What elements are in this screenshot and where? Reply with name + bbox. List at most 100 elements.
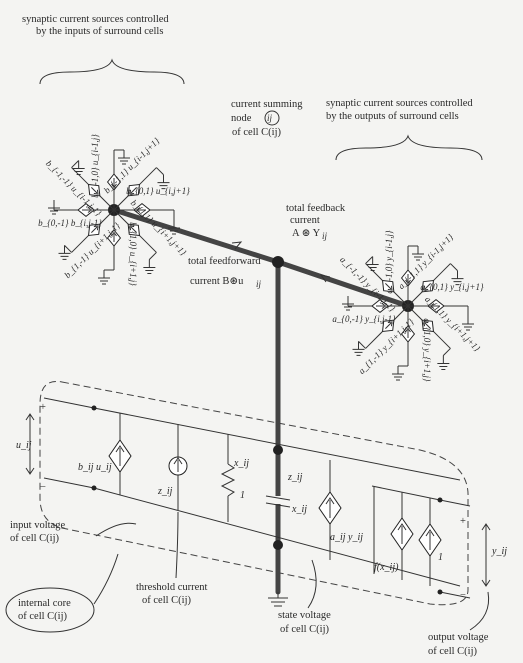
internal-core-pointer [93,553,119,605]
output-bottom-terminal [437,589,443,595]
summing-node-caption-line1: current summing [231,99,303,110]
input-sources-caption-line2: by the inputs of surround cells [36,26,163,37]
feedback-source-label: a_ij y_ij [330,532,363,543]
output-resistor-label: 1 [438,552,443,563]
state-x-label: x_ij [233,458,249,469]
output-voltage-pointer [469,591,490,631]
summing-node-symbol [264,110,280,126]
output-source-3: a_{0,1} y_{i,j+1} [408,282,484,331]
threshold-pointer [175,511,179,579]
input-source-1: b_{-1,0} u_{i-1,j} [90,134,130,210]
internal-core-caption-line1: internal core [18,598,71,609]
output-synaptic-sources: a_{-1,0} y_{i-1,j}a_{-1,1} y_{i-1,j+1}a_… [332,230,484,382]
summing-node [272,256,284,268]
input-ground-icon-8 [72,168,85,176]
output-ground-icon-3 [462,323,474,331]
capacitor-gap [268,496,288,504]
output-source-label-1: a_{-1,0} y_{i-1,j} [384,230,394,294]
input-source-arrow [115,445,125,466]
threshold-caption-line2: of cell C(ij) [142,595,191,606]
output-ground-icon-6 [352,348,365,356]
internal-core-boundary [39,380,469,606]
state-voltage-pointer [307,559,317,609]
capacitor-plate-bottom [265,502,291,508]
internal-core-ellipse [5,587,95,633]
input-ground-icon-1 [118,157,130,165]
capacitor-plate-top [265,495,291,501]
output-source-label-3: a_{0,1} y_{i,j+1} [420,282,484,292]
feedback-caption-sub: ij [322,231,328,241]
output-bottom-lead [439,591,471,599]
output-ground-icon-7 [342,303,354,311]
output-sources-caption-line2: by the outputs of surround cells [326,111,459,122]
input-minus-sign: − [40,482,46,493]
state-voltage-caption-line2: of cell C(ij) [280,624,329,635]
feedforward-caption-line1: total feedforward [188,256,261,267]
input-source-label: b_ij u_ij [78,462,112,473]
output-voltage-caption-line2: of cell C(ij) [428,646,477,657]
input-ground-icon-5 [98,277,110,285]
output-source-label-7: a_{0,-1} y_{i,j-1} [332,314,396,324]
input-source-4: b_{1,1} u_{i+1,j+1} [113,198,189,274]
summing-node-symbol-label: ij [267,113,273,123]
output-ground-icon-1 [412,253,424,261]
internal-core-caption-line2: of cell C(ij) [18,611,67,622]
output-fn-arrow [397,523,407,544]
output-voltage-arrow [481,523,491,587]
input-source-5: b_{1,0} u_{i+1,j} [98,210,138,286]
summing-node-caption-line3: of cell C(ij) [232,127,281,138]
output-source-label-5: a_{1,0} y_{i+1,j} [422,318,432,382]
input-ground-icon-2 [157,182,170,190]
output-ground-icon-8 [366,264,379,272]
feedback-arrow [319,274,331,283]
input-voltage-label: u_ij [16,440,32,451]
output-sources-brace [335,134,483,161]
input-sources-caption-line1: synaptic current sources controlled [22,14,169,25]
output-top-terminal [437,497,443,503]
feedback-caption-line1: total feedback [286,203,346,214]
input-source-label-3: b_{0,1} u_{i,j+1} [126,186,190,196]
input-ground-icon-7 [48,207,60,215]
output-fn-label: f(x_ij) [374,562,399,573]
output-sources-caption-line1: synaptic current sources controlled [326,98,473,109]
input-top-lead [43,397,95,409]
threshold-source-label: z_ij [157,486,173,497]
output-network-top [371,485,441,501]
core-bottom-rail [93,487,461,587]
output-plus-sign: + [460,516,466,527]
input-ground-icon-6 [58,252,71,260]
input-synaptic-sources: b_{-1,0} u_{i-1,j}b_{-1,1} u_{i-1,j+1}b_… [38,134,190,286]
input-source-3: b_{0,1} u_{i,j+1} [114,186,190,235]
output-ground-icon-5 [392,373,404,381]
input-source-label-5: b_{1,0} u_{i+1,j} [128,222,138,286]
state-node-bottom [273,540,283,550]
input-source-label-7: b_{0,-1} b_{i,j-1} [38,218,102,228]
output-minus-sign: − [460,590,466,601]
input-voltage-pointer [95,522,137,537]
input-source-label-1: b_{-1,0} u_{i-1,j} [90,134,100,198]
state-node-top [273,445,283,455]
input-ground-icon-3 [168,227,180,235]
output-voltage-label: y_ij [491,546,507,557]
input-bottom-terminal [91,485,97,491]
input-sources-brace [39,58,185,85]
summing-node-caption-line2: node [231,113,252,124]
input-voltage-caption-line2: of cell C(ij) [10,533,59,544]
input-source-7: b_{0,-1} b_{i,j-1} [38,200,114,228]
input-voltage-caption-line1: input voltage [10,520,65,531]
resistor-label: 1 [240,490,245,501]
output-source-7: a_{0,-1} y_{i,j-1} [332,296,408,324]
output-source-5: a_{1,0} y_{i+1,j} [392,306,432,382]
output-source-1: a_{-1,0} y_{i-1,j} [384,230,424,306]
output-resistor-arrow [425,529,435,550]
core-top-rail [93,407,461,481]
feedforward-arrow [231,241,243,250]
node-z-label: z_ij [287,472,303,483]
feedback-connection [275,259,411,309]
state-voltage-caption-line1: state voltage [278,610,331,621]
output-ground-icon-4 [437,362,450,370]
feedforward-connection [111,207,281,265]
feedback-source-arrow [325,497,335,518]
threshold-caption-line1: threshold current [136,582,208,593]
